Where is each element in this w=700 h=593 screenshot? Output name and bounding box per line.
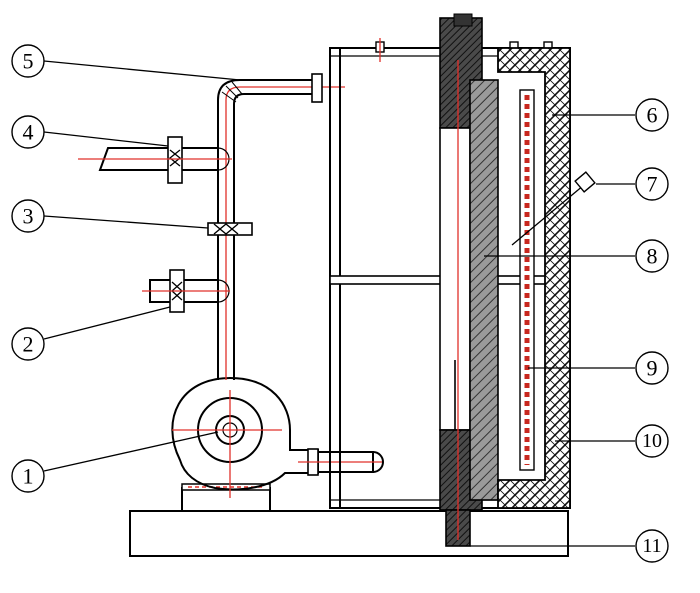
lower-branch-pipe [142, 269, 230, 313]
riser-pipe [217, 73, 345, 380]
label-7: 7 [635, 167, 669, 201]
leader-lines [43, 60, 635, 547]
label-6-text: 6 [647, 103, 658, 128]
label-10: 10 [635, 424, 669, 458]
riser-valve [207, 222, 253, 236]
label-2: 2 [11, 327, 45, 361]
label-9: 9 [635, 351, 669, 385]
label-4-text: 4 [23, 120, 34, 145]
label-5-text: 5 [23, 49, 34, 74]
base-plate [129, 510, 569, 557]
label-10-text: 10 [642, 430, 662, 452]
label-11: 11 [635, 529, 669, 563]
hatched-wall [469, 79, 499, 501]
label-8: 8 [635, 239, 669, 273]
insulation-layer [497, 47, 571, 509]
pump [171, 376, 384, 498]
label-9-text: 9 [647, 356, 658, 381]
upper-branch-pipe [78, 136, 232, 184]
label-3: 3 [11, 199, 45, 233]
label-1-text: 1 [23, 464, 34, 489]
pump-pedestal [181, 483, 271, 512]
label-3-text: 3 [23, 204, 34, 229]
label-8-text: 8 [647, 244, 658, 269]
label-2-text: 2 [23, 332, 34, 357]
label-4: 4 [11, 115, 45, 149]
label-5: 5 [11, 44, 45, 78]
label-11-text: 11 [642, 535, 661, 557]
label-7-text: 7 [647, 172, 658, 197]
label-6: 6 [635, 98, 669, 132]
thermometer-probe [511, 171, 596, 246]
label-1: 1 [11, 459, 45, 493]
heating-element [519, 89, 535, 471]
